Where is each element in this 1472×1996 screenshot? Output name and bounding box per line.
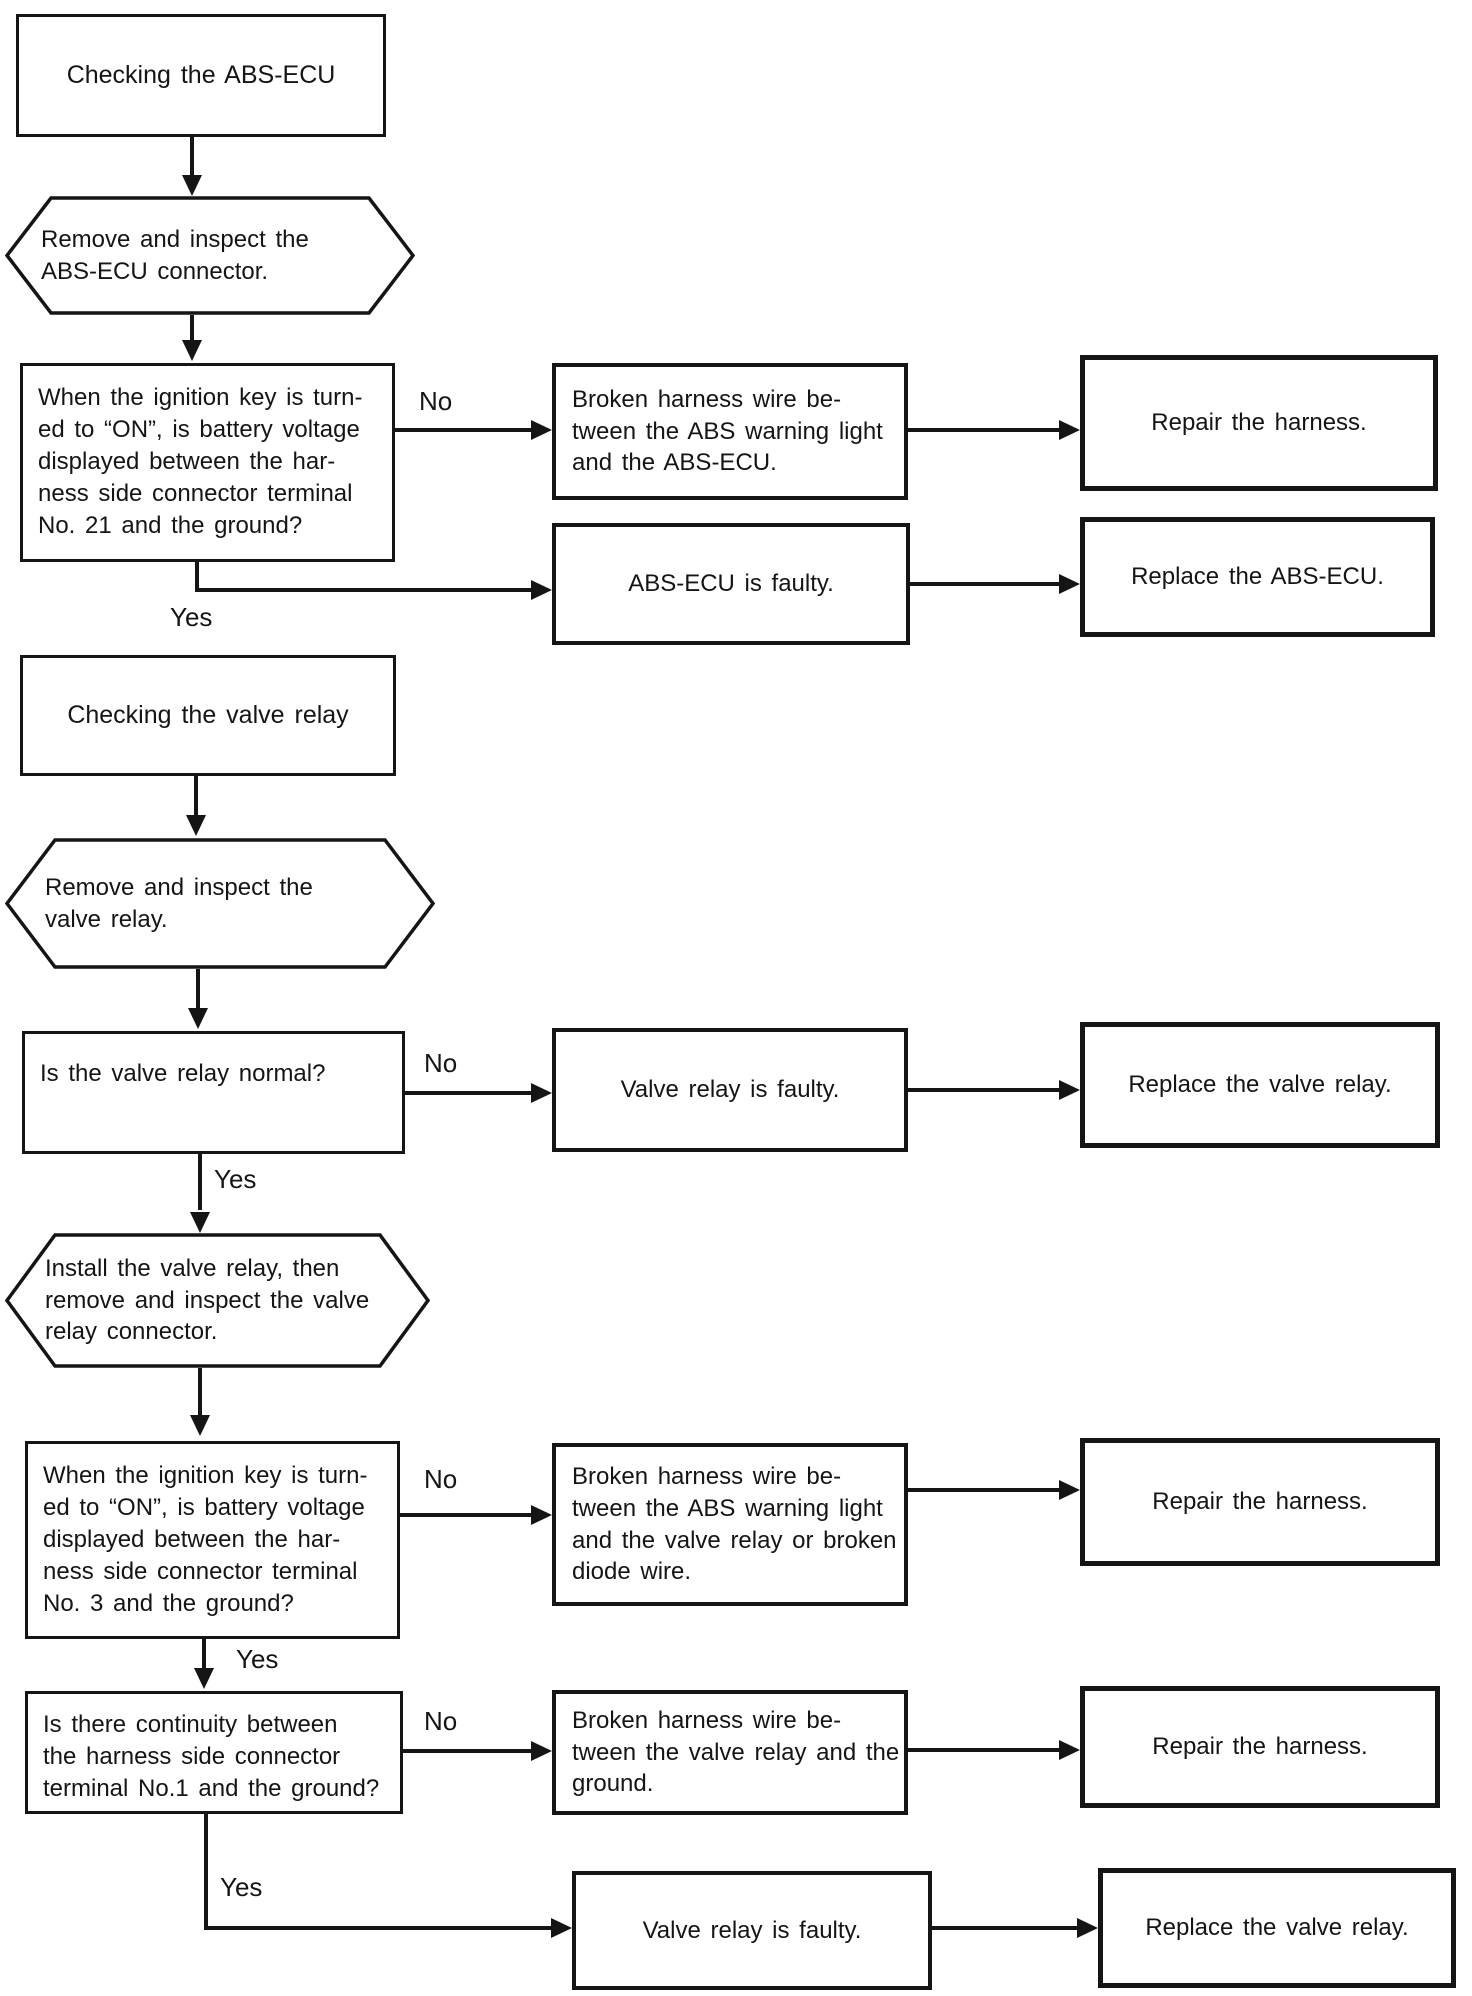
yes-label: Yes bbox=[236, 1644, 279, 1674]
flow-line bbox=[908, 1088, 1060, 1092]
step-text: Remove and inspect the ABS-ECU connector… bbox=[41, 225, 309, 285]
no-label: No bbox=[424, 1464, 458, 1494]
yes-label: Yes bbox=[214, 1164, 257, 1194]
hexagon-outline bbox=[5, 1233, 430, 1368]
flow-line bbox=[204, 1814, 208, 1930]
cause-abs-ecu-faulty: ABS-ECU is faulty. bbox=[552, 523, 910, 645]
step-remove-inspect-valve-relay: Remove and inspect the valve relay. bbox=[5, 838, 435, 969]
flow-line bbox=[403, 1749, 532, 1753]
action-repair-harness-1: Repair the harness. bbox=[1080, 355, 1438, 491]
arrowhead-down bbox=[194, 1668, 214, 1689]
flow-line bbox=[198, 1154, 202, 1210]
flow-line bbox=[204, 1926, 552, 1930]
decision-battery-voltage-terminal-21: When the ignition key is turn- ed to “ON… bbox=[20, 363, 395, 562]
no-label: No bbox=[424, 1048, 458, 1078]
flow-line bbox=[405, 1091, 532, 1095]
flow-line bbox=[908, 1488, 1060, 1492]
arrowhead-down bbox=[188, 1008, 208, 1029]
arrowhead-right bbox=[531, 1505, 552, 1525]
arrowhead-right bbox=[531, 1741, 552, 1761]
action-replace-abs-ecu: Replace the ABS-ECU. bbox=[1080, 517, 1435, 637]
cause-valve-relay-faulty-2: Valve relay is faulty. bbox=[572, 1871, 932, 1990]
arrowhead-down bbox=[190, 1415, 210, 1436]
decision-battery-voltage-terminal-3: When the ignition key is turn- ed to “ON… bbox=[25, 1441, 400, 1639]
arrowhead-right bbox=[1077, 1918, 1098, 1938]
hexagon-outline bbox=[5, 196, 415, 315]
arrowhead-right bbox=[1059, 1080, 1080, 1100]
yes-label: Yes bbox=[170, 602, 213, 632]
flow-line bbox=[195, 588, 533, 592]
arrowhead-right bbox=[1059, 1480, 1080, 1500]
flow-line bbox=[932, 1926, 1078, 1930]
flow-line bbox=[400, 1513, 532, 1517]
flow-line bbox=[908, 428, 1060, 432]
step-install-valve-relay-inspect-connector: Install the valve relay, then remove and… bbox=[5, 1233, 430, 1368]
flow-line bbox=[908, 1748, 1060, 1752]
flow-header-checking-valve-relay: Checking the valve relay bbox=[20, 655, 396, 776]
action-repair-harness-2: Repair the harness. bbox=[1080, 1438, 1440, 1566]
flow-line bbox=[202, 1639, 206, 1669]
arrowhead-right bbox=[531, 1083, 552, 1103]
flow-line bbox=[194, 776, 198, 816]
no-label: No bbox=[424, 1706, 458, 1736]
arrowhead-right bbox=[551, 1918, 572, 1938]
arrowhead-down bbox=[182, 175, 202, 196]
arrowhead-right bbox=[531, 420, 552, 440]
step-remove-inspect-abs-ecu-connector: Remove and inspect the ABS-ECU connector… bbox=[5, 196, 415, 315]
cause-valve-relay-faulty-1: Valve relay is faulty. bbox=[552, 1028, 908, 1152]
action-replace-valve-relay-1: Replace the valve relay. bbox=[1080, 1022, 1440, 1148]
arrowhead-down bbox=[190, 1212, 210, 1233]
flow-line bbox=[190, 137, 194, 177]
yes-label: Yes bbox=[220, 1872, 263, 1902]
arrowhead-right bbox=[1059, 1740, 1080, 1760]
step-text: Remove and inspect the valve relay. bbox=[45, 873, 313, 933]
flow-line bbox=[198, 1368, 202, 1416]
arrowhead-down bbox=[182, 340, 202, 361]
flow-line bbox=[195, 562, 199, 592]
decision-continuity-terminal-1: Is there continuity between the harness … bbox=[25, 1691, 403, 1814]
arrowhead-right bbox=[1059, 420, 1080, 440]
hexagon-outline bbox=[5, 838, 435, 969]
action-replace-valve-relay-2: Replace the valve relay. bbox=[1098, 1868, 1456, 1988]
no-label: No bbox=[419, 386, 453, 416]
decision-valve-relay-normal: Is the valve relay normal? bbox=[22, 1031, 405, 1154]
flow-line bbox=[910, 582, 1060, 586]
cause-broken-harness-valve-relay-ground: Broken harness wire be- tween the valve … bbox=[552, 1690, 908, 1815]
flow-line bbox=[395, 428, 533, 432]
step-text: Install the valve relay, then remove and… bbox=[45, 1254, 370, 1346]
cause-broken-harness-warning-light-abs-ecu: Broken harness wire be- tween the ABS wa… bbox=[552, 363, 908, 500]
flow-header-checking-abs-ecu: Checking the ABS-ECU bbox=[16, 14, 386, 137]
arrowhead-right bbox=[531, 580, 552, 600]
arrowhead-down bbox=[186, 815, 206, 836]
arrowhead-right bbox=[1059, 574, 1080, 594]
action-repair-harness-3: Repair the harness. bbox=[1080, 1686, 1440, 1808]
flow-line bbox=[190, 315, 194, 341]
flow-line bbox=[196, 969, 200, 1009]
cause-broken-harness-warning-light-valve-relay: Broken harness wire be- tween the ABS wa… bbox=[552, 1443, 908, 1606]
